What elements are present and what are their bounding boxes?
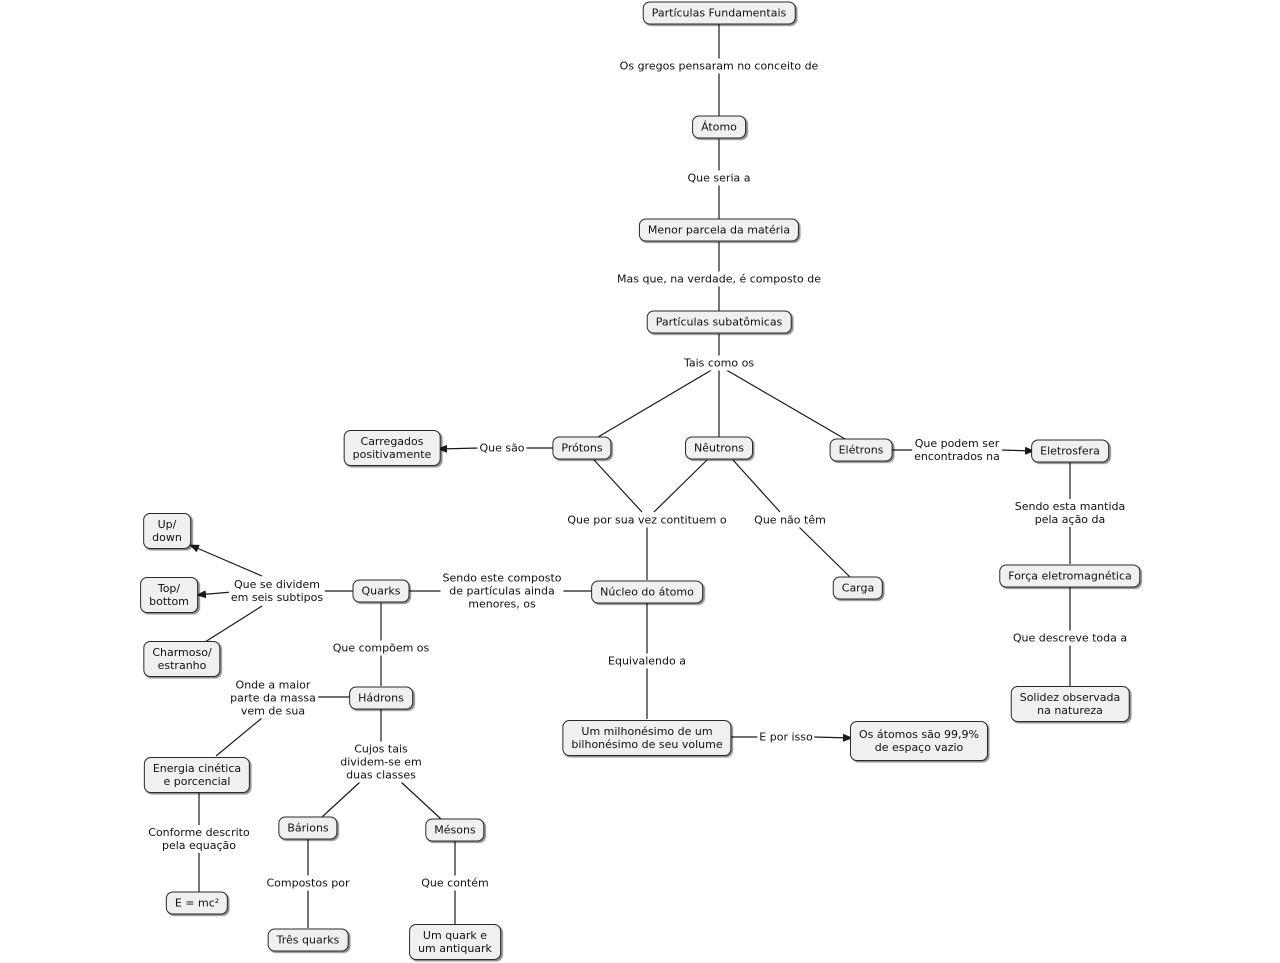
edge <box>593 459 643 513</box>
link-label: E por isso <box>757 729 815 745</box>
edge <box>215 717 263 757</box>
concept-up-down[interactable]: Up/ down <box>143 513 191 549</box>
concept-charmoso[interactable]: Charmoso/ estranho <box>143 641 221 677</box>
concept-hadrons[interactable]: Hádrons <box>349 686 413 710</box>
concept-nucleo[interactable]: Núcleo do átomo <box>591 580 703 604</box>
link-label: Que por sua vez contituem o <box>565 512 729 528</box>
concept-top-bottom[interactable]: Top/ bottom <box>140 577 198 613</box>
link-label: Equivalendo a <box>606 653 688 669</box>
concept-protons[interactable]: Prótons <box>552 436 612 460</box>
edge <box>722 367 846 440</box>
concept-eletrosfera[interactable]: Eletrosfera <box>1031 439 1109 463</box>
link-label: Cujos tais dividem-se em duas classes <box>338 741 424 783</box>
edge <box>437 444 481 453</box>
concept-eletrons[interactable]: Elétrons <box>829 438 893 462</box>
link-label: Que seria a <box>685 170 753 186</box>
link-label: Que compõem os <box>330 640 432 656</box>
edge <box>597 367 716 438</box>
concept-atomo[interactable]: Átomo <box>692 115 746 139</box>
link-label: Sendo esta mantida pela ação da <box>1012 499 1128 527</box>
link-label: Que não têm <box>752 512 828 528</box>
concept-particulas-fundamentais[interactable]: Partículas Fundamentais <box>642 1 796 25</box>
link-label: Conforme descrito pela equação <box>146 825 252 853</box>
concept-milhonesimo[interactable]: Um milhonésimo de um bilhonésimo de seu … <box>562 720 732 756</box>
edge <box>400 781 442 820</box>
edge <box>797 525 851 578</box>
edge <box>321 781 361 818</box>
edge <box>204 605 263 643</box>
edge <box>732 459 781 513</box>
concept-subatomicas[interactable]: Partículas subatômicas <box>646 310 792 334</box>
concept-mesons[interactable]: Mésons <box>425 818 485 842</box>
link-label: Que descreve toda a <box>1010 630 1130 646</box>
link-label: Que contém <box>419 875 491 891</box>
link-label: Compostos por <box>264 875 352 891</box>
link-label: Tais como os <box>681 355 757 371</box>
concept-energia[interactable]: Energia cinética e porcencial <box>143 757 251 793</box>
concept-menor-parcela[interactable]: Menor parcela da matéria <box>638 218 800 242</box>
edge <box>189 544 263 577</box>
concept-carga[interactable]: Carga <box>832 576 884 600</box>
concept-carregados[interactable]: Carregados positivamente <box>343 430 441 466</box>
edge <box>999 446 1035 455</box>
concept-emc2[interactable]: E = mc² <box>165 891 229 915</box>
concept-forca-eletromagnetica[interactable]: Força eletromagnética <box>999 564 1141 588</box>
link-label: Onde a maior parte da massa vem de sua <box>228 677 318 719</box>
concept-barions[interactable]: Bárions <box>278 816 338 840</box>
edge <box>196 590 233 599</box>
concept-tres-quarks[interactable]: Três quarks <box>267 928 349 952</box>
link-label: Mas que, na verdade, é composto de <box>615 271 823 287</box>
link-label: Que podem ser encontrados na <box>912 436 1002 464</box>
concept-solidez[interactable]: Solidez observada na natureza <box>1010 686 1130 722</box>
concept-neutrons[interactable]: Nêutrons <box>685 436 753 460</box>
link-label: Os gregos pensaram no conceito de <box>617 58 821 74</box>
concept-espaco-vazio[interactable]: Os átomos são 99,9% de espaço vazio <box>850 721 988 761</box>
concept-quarks[interactable]: Quarks <box>352 579 410 603</box>
edge <box>653 459 708 513</box>
link-label: Que são <box>477 440 527 456</box>
link-label: Que se dividem em seis subtipos <box>228 577 326 605</box>
edge <box>813 733 853 742</box>
concept-quark-antiquark[interactable]: Um quark e um antiquark <box>409 924 501 960</box>
link-label: Sendo este composto de partículas ainda … <box>440 570 564 612</box>
